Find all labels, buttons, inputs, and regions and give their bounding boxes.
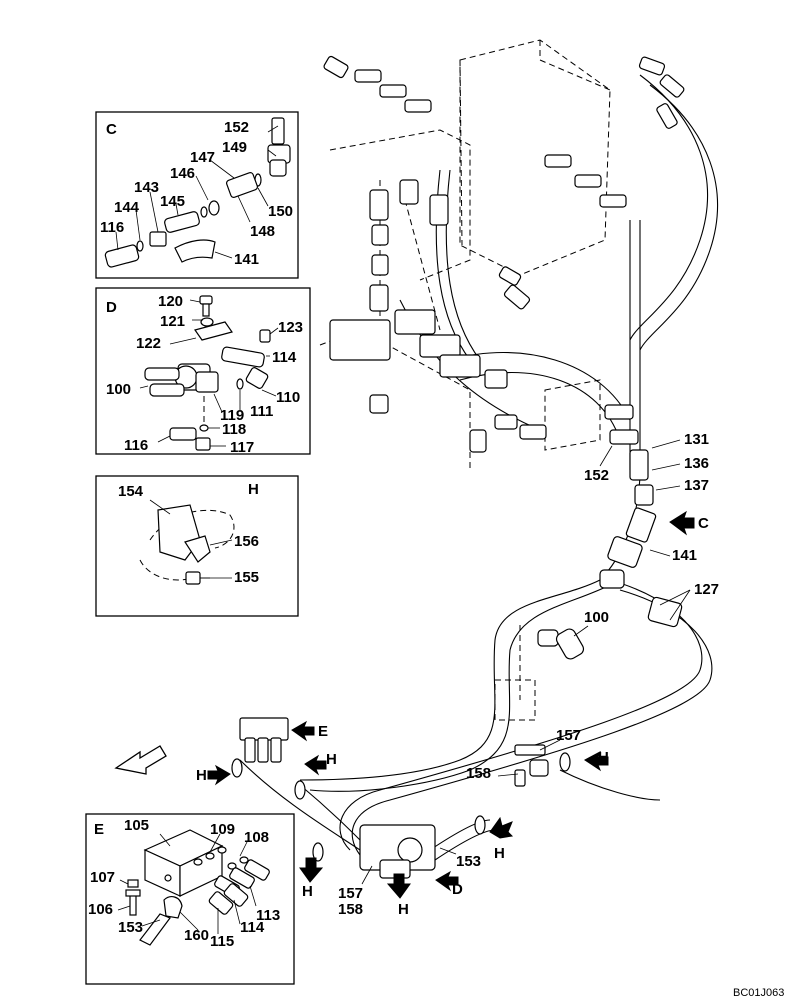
label-c-147: 147: [190, 149, 215, 166]
label-100: 100: [584, 609, 609, 626]
label-d-117: 117: [230, 439, 254, 456]
label-152: 152: [584, 467, 609, 484]
view-arrow-c-label: C: [698, 515, 709, 532]
label-c-149: 149: [222, 139, 247, 156]
detail-box-h: H 154 156 155: [95, 475, 299, 617]
label-h-156: 156: [234, 533, 259, 550]
detail-letter-c: C: [106, 121, 117, 138]
label-e-109: 109: [210, 821, 235, 838]
detail-letter-d: D: [106, 299, 117, 316]
label-e-105: 105: [124, 817, 149, 834]
label-c-143: 143: [134, 179, 159, 196]
view-arrow-h-6-label: H: [398, 901, 409, 918]
drawing-code: BC01J063: [733, 987, 784, 999]
label-d-116: 116: [124, 437, 148, 454]
label-d-118: 118: [222, 421, 246, 438]
main-fittings: [231, 55, 685, 879]
view-arrows: C E D H H H H H H: [114, 510, 709, 918]
main-labels: 131 136 137 152 141 127 100 157 158 153 …: [338, 431, 719, 918]
label-c-148: 148: [250, 223, 275, 240]
label-e-113: 113: [256, 907, 280, 924]
label-137: 137: [684, 477, 709, 494]
label-158-right: 158: [466, 765, 491, 782]
detail-box-c: C 152 149 147 146 143 145 144 116 150 14…: [95, 111, 299, 279]
detail-letter-h: H: [248, 481, 259, 498]
label-e-106: 106: [88, 901, 113, 918]
label-127: 127: [694, 581, 719, 598]
label-157-bottom: 157: [338, 885, 363, 902]
label-153: 153: [456, 853, 481, 870]
label-d-120: 120: [158, 293, 183, 310]
label-e-153: 153: [118, 919, 143, 936]
detail-box-d: D 120 121 123 122 114 100 1: [95, 287, 311, 456]
label-d-114: 114: [272, 349, 297, 366]
label-d-123: 123: [278, 319, 303, 336]
view-arrow-d-label: D: [452, 881, 463, 898]
label-c-144: 144: [114, 199, 140, 216]
detail-box-e: E 105 109 108 107 106 153 1: [85, 813, 295, 985]
label-d-121: 121: [160, 313, 185, 330]
label-d-110: 110: [276, 389, 300, 406]
view-arrow-h-4-label: H: [494, 845, 505, 862]
label-d-100: 100: [106, 381, 131, 398]
label-c-145: 145: [160, 193, 185, 210]
label-c-146: 146: [170, 165, 195, 182]
label-c-141: 141: [234, 251, 259, 268]
label-e-108: 108: [244, 829, 269, 846]
label-131: 131: [684, 431, 709, 448]
view-arrow-h-2-label: H: [196, 767, 207, 784]
view-arrow-h-5-label: H: [302, 883, 313, 900]
label-c-150: 150: [268, 203, 293, 220]
label-e-114: 114: [240, 919, 265, 936]
label-141: 141: [672, 547, 697, 564]
label-158-bottom: 158: [338, 901, 363, 918]
label-d-122: 122: [136, 335, 161, 352]
valve-block-outline: [319, 39, 611, 721]
label-h-154: 154: [118, 483, 144, 500]
label-c-116: 116: [100, 219, 124, 236]
label-d-111: 111: [250, 403, 273, 420]
view-arrow-h-1-label: H: [326, 751, 337, 768]
label-e-107: 107: [90, 869, 115, 886]
label-d-119: 119: [220, 407, 244, 424]
label-e-115: 115: [210, 933, 234, 950]
label-e-160: 160: [184, 927, 209, 944]
detail-letter-e: E: [94, 821, 104, 838]
view-arrow-h-3-label: H: [598, 749, 609, 766]
label-157-right: 157: [556, 727, 581, 744]
label-136: 136: [684, 455, 709, 472]
label-c-152: 152: [224, 119, 249, 136]
view-arrow-e-label: E: [318, 723, 328, 740]
label-h-155: 155: [234, 569, 259, 586]
